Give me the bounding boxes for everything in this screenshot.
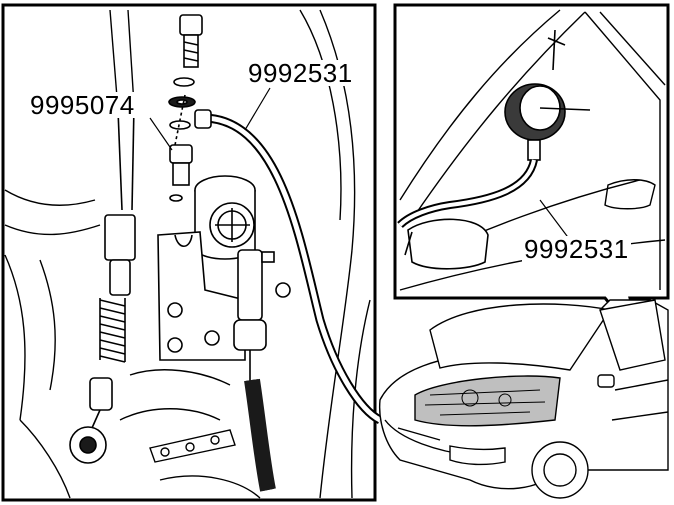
inset-hose: [397, 158, 538, 229]
test-hose: [194, 109, 383, 425]
pressure-gauge: [504, 29, 591, 161]
ground-strap: [149, 429, 236, 463]
car-overview: [378, 299, 669, 499]
inset-detail-panel: [393, 3, 670, 341]
valve-housing: [194, 175, 256, 260]
side-mirror: [404, 218, 489, 270]
tool-number-gauge-label: 9992531: [522, 234, 631, 264]
fitting-stack: [168, 14, 203, 202]
corrugated-hose: [244, 378, 276, 492]
tool-number-hose-label: 9992531: [246, 58, 355, 88]
leader-lines: [149, 87, 271, 151]
inset-leader-line: [539, 199, 571, 241]
tool-number-adapter-label: 9995074: [28, 90, 137, 120]
shift-cable: [69, 104, 136, 464]
cable-spring: [99, 298, 126, 363]
main-detail-panel: [1, 3, 383, 502]
actuator-rod: [233, 249, 275, 395]
